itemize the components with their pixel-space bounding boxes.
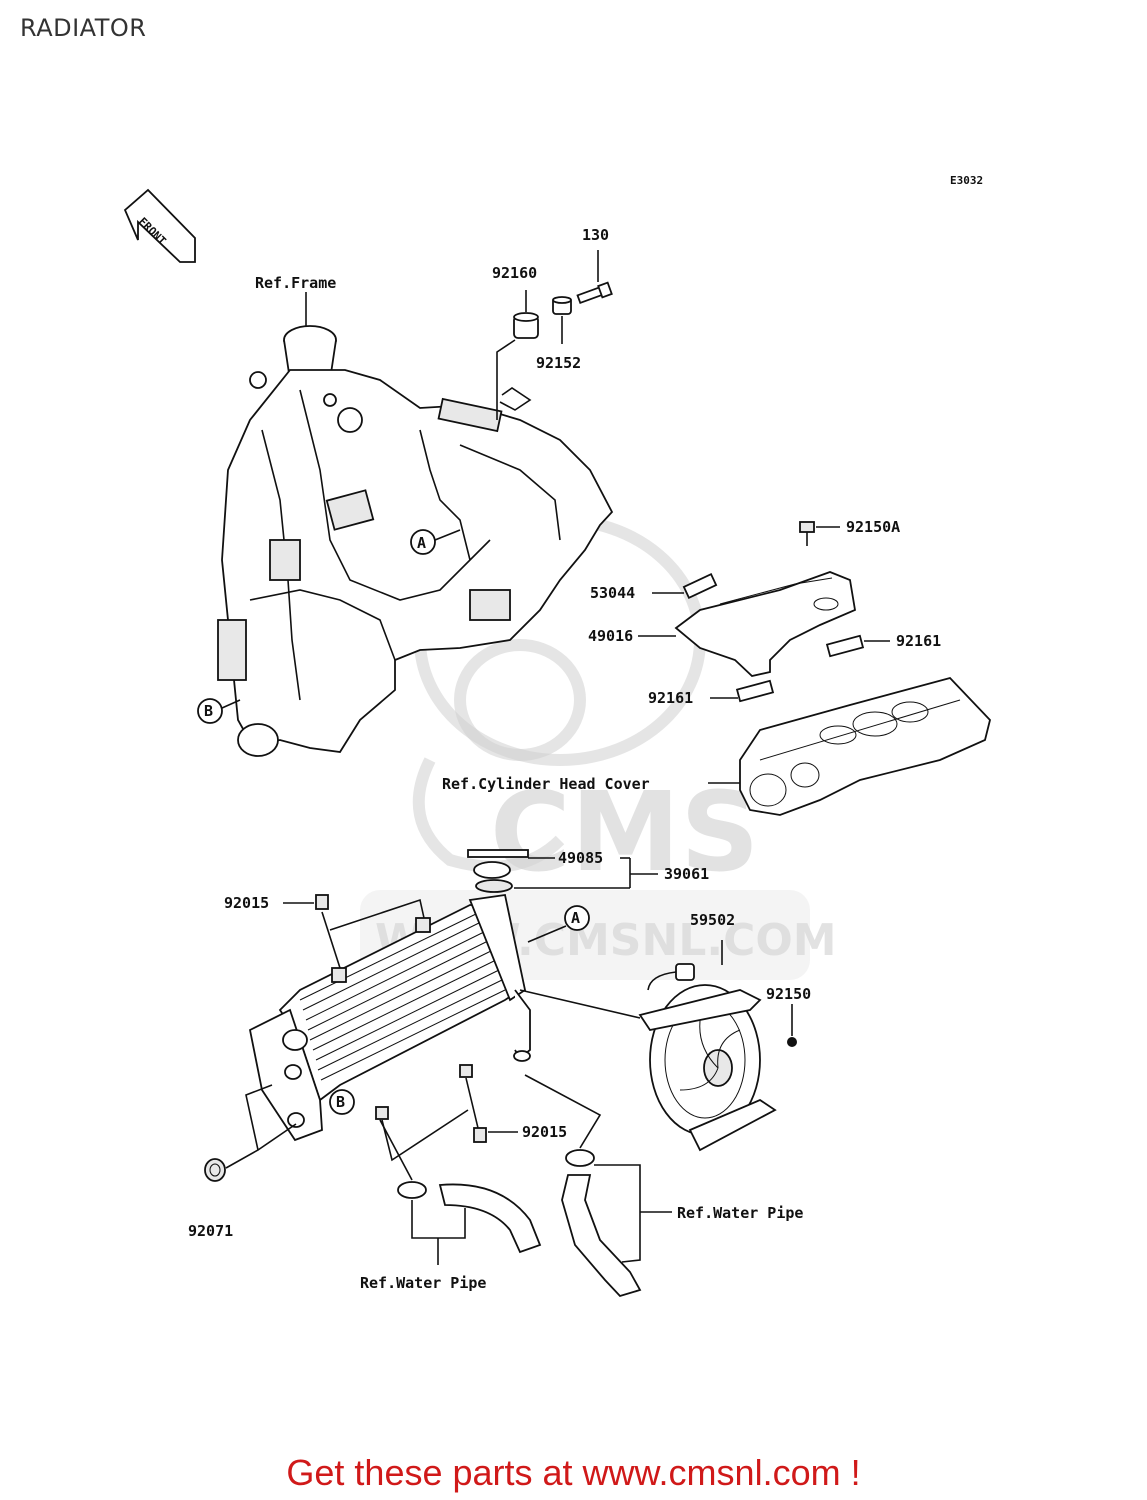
cylinder-head-cover	[739, 676, 991, 816]
pad-92161-right	[825, 634, 865, 658]
cooling-fan	[519, 940, 797, 1152]
label-59502: 59502	[690, 911, 735, 929]
ref-water-pipe-right: Ref.Water Pipe	[677, 1204, 803, 1222]
callout-b-lower	[329, 1089, 355, 1115]
nut-92150	[787, 1037, 797, 1047]
pad-53044	[682, 573, 718, 599]
label-92161-left: 92161	[648, 689, 693, 707]
collar-92152	[552, 296, 572, 344]
bolt-130	[576, 250, 613, 305]
label-49085: 49085	[558, 849, 603, 867]
ref-water-pipe-bottom: Ref.Water Pipe	[360, 1274, 486, 1292]
ref-frame: Ref.Frame	[255, 274, 336, 292]
grommet-92160	[513, 290, 539, 339]
watermark-brand: CMS	[490, 768, 759, 896]
promo-link[interactable]: Get these parts at www.cmsnl.com !	[286, 1452, 861, 1493]
label-92015-bottom: 92015	[522, 1123, 567, 1141]
label-92160: 92160	[492, 264, 537, 282]
callout-a-lower	[564, 905, 590, 931]
nut-92071	[204, 1158, 226, 1182]
clip-92015-bottom	[473, 1127, 487, 1143]
label-92015-top: 92015	[224, 894, 269, 912]
clip-92015-top	[315, 894, 329, 910]
mounting-parts: A B	[197, 250, 613, 724]
label-92152: 92152	[536, 354, 581, 372]
label-92150: 92150	[766, 985, 811, 1003]
radiator-assembly	[248, 893, 531, 1142]
callout-b-lower-text: B	[336, 1093, 345, 1111]
pad-92161-left	[735, 679, 775, 703]
label-53044: 53044	[590, 584, 635, 602]
frame-assembly	[217, 325, 614, 757]
diagram-code: E3032	[950, 174, 983, 187]
callout-b-upper	[197, 698, 223, 724]
bolt-92150a	[799, 521, 840, 546]
radiator-cap	[467, 849, 658, 893]
hose-right	[524, 1074, 672, 1298]
callout-a-upper-text: A	[417, 534, 426, 552]
heat-shield-49016	[674, 571, 857, 677]
label-92150a: 92150A	[846, 518, 900, 536]
heat-shield-assembly	[638, 521, 991, 816]
label-92161-right: 92161	[896, 632, 941, 650]
label-49016: 49016	[588, 627, 633, 645]
label-92071: 92071	[188, 1222, 233, 1240]
front-arrow-icon: FRONT	[123, 188, 196, 263]
callout-b-upper-text: B	[204, 702, 213, 720]
watermark: CMS WWW.CMSNL.COM	[360, 514, 837, 980]
hose-left	[379, 1119, 542, 1265]
callout-a-lower-text: A	[571, 909, 580, 927]
label-39061: 39061	[664, 865, 709, 883]
callout-a-upper	[410, 529, 436, 555]
ref-cylinder-head-cover: Ref.Cylinder Head Cover	[442, 775, 650, 793]
label-130: 130	[582, 226, 609, 244]
page-title: RADIATOR	[20, 14, 147, 42]
radiator-fins	[299, 911, 506, 1081]
